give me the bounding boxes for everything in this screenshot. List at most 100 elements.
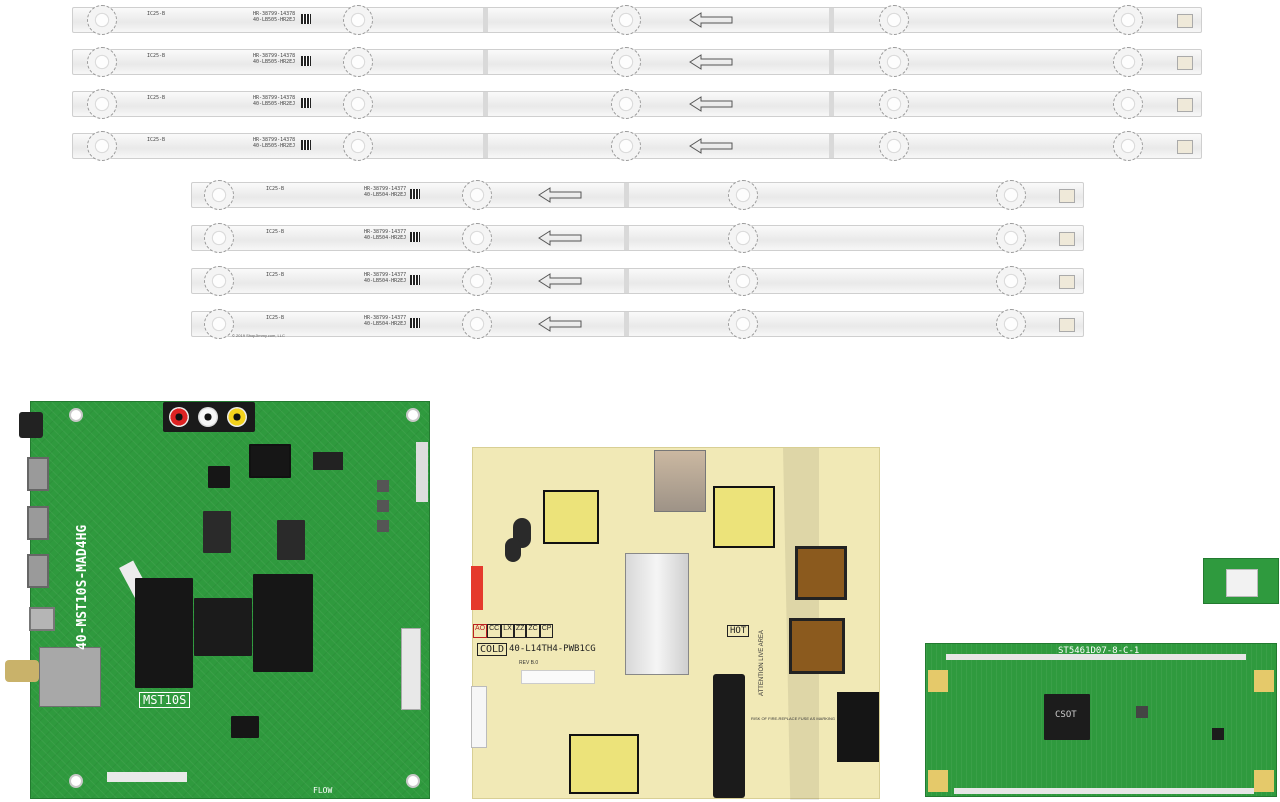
strip-qr-code	[410, 232, 420, 242]
transformer-3	[569, 734, 639, 794]
strip-slot	[624, 312, 629, 336]
strip-part-label: HR-38799-14377 40-LB504-HR2EJ	[364, 186, 407, 198]
cert-mark-lx: LX	[501, 624, 514, 638]
strip-qr-code	[301, 98, 311, 108]
usb-port	[29, 607, 55, 631]
led-lens	[462, 223, 492, 253]
led-lens	[1113, 47, 1143, 77]
antenna-connector	[5, 660, 39, 682]
led-lens	[879, 5, 909, 35]
hdmi-port-3	[27, 554, 49, 588]
soc-heatsink-right	[253, 574, 313, 672]
strip-connector	[1177, 140, 1193, 154]
marking-strip: AO CC LX ZZ ZC CP	[473, 624, 559, 638]
wifi-shield	[1226, 569, 1258, 597]
main-board: 40-MST10S-MAD4HG MST10S FLOW	[5, 401, 430, 799]
strip-connector	[1059, 189, 1075, 203]
strip-connector	[1059, 318, 1075, 332]
tcon-chip	[1044, 694, 1090, 740]
led-lens	[996, 180, 1026, 210]
strip-part-label: HR-38799-14378 40-LB505-HR2EJ	[253, 53, 296, 65]
led-lens	[728, 223, 758, 253]
attention-label: ATTENTION LIVE AREA	[759, 630, 765, 696]
tcon-model: ST5461D07-8-C-1	[1058, 646, 1140, 656]
strip-slot	[483, 92, 488, 116]
strip-connector	[1177, 56, 1193, 70]
led-lens	[204, 309, 234, 339]
strip-code-label: IC25-B	[147, 11, 166, 17]
wifi-module	[1203, 558, 1279, 604]
strip-connector	[1177, 98, 1193, 112]
strip-qr-code	[410, 275, 420, 285]
power-board: AO CC LX ZZ ZC CP COLD 40-L14TH4-PWB1CG …	[471, 447, 880, 800]
strip-part-label: HR-38799-14378 40-LB505-HR2EJ	[253, 137, 296, 149]
gold-pad-tr	[1254, 670, 1274, 692]
strip-slot	[624, 226, 629, 250]
ram-chip-1	[203, 511, 231, 553]
gold-pad-bl	[928, 770, 948, 792]
led-lens	[879, 89, 909, 119]
led-lens	[204, 223, 234, 253]
strip-slot	[483, 134, 488, 158]
strip-code-label: IC25-B	[147, 137, 166, 143]
cert-mark-cp: CP	[539, 624, 554, 638]
strip-slot	[624, 183, 629, 207]
transformer-1	[543, 490, 599, 544]
mst10s-label: MST10S	[139, 692, 191, 708]
rca-jacks	[163, 402, 255, 432]
direction-arrow-icon	[689, 96, 733, 112]
led-lens	[343, 5, 373, 35]
flow-label: FLOW	[313, 786, 333, 795]
main-board-model: 40-MST10S-MAD4HG	[75, 524, 90, 650]
tcon-connector-bottom	[954, 788, 1254, 794]
hot-label: HOT	[727, 625, 750, 637]
bridge-heatsink	[625, 553, 689, 675]
strip-connector	[1177, 14, 1193, 28]
sticker-serial	[107, 772, 187, 782]
gold-pad-tl	[928, 670, 948, 692]
serial-sticker	[521, 670, 595, 684]
power-inlet	[837, 692, 879, 762]
strip-qr-code	[410, 189, 420, 199]
strip-qr-code	[301, 56, 311, 66]
connector-red	[471, 566, 483, 610]
led-strip-long-1: IC25-B HR-38799-14378 40-LB505-HR2EJ	[72, 5, 1202, 35]
cert-mark-ao: AO	[473, 624, 488, 638]
transformer-2	[713, 486, 775, 548]
connector-white	[471, 686, 487, 748]
strip-qr-code	[301, 140, 311, 150]
led-lens	[996, 223, 1026, 253]
fuse-warning: RISK OF FIRE-REPLACE FUSE AS MARKING	[751, 716, 836, 721]
led-lens	[996, 309, 1026, 339]
led-lens	[879, 47, 909, 77]
led-lens	[87, 131, 117, 161]
strip-slot	[829, 134, 834, 158]
soc-heatsink-left	[135, 578, 193, 688]
strip-qr-code	[410, 318, 420, 328]
led-lens	[1113, 131, 1143, 161]
strip-slot	[483, 8, 488, 32]
led-strip-long-4: IC25-B HR-38799-14378 40-LB505-HR2EJ	[72, 131, 1202, 161]
led-lens	[611, 131, 641, 161]
direction-arrow-icon	[689, 54, 733, 70]
strip-slot	[829, 50, 834, 74]
direction-arrow-icon	[538, 187, 582, 203]
power-board-model: 40-L14TH4-PWB1CG	[509, 644, 596, 654]
strip-part-label: HR-38799-14378 40-LB505-HR2EJ	[253, 11, 296, 23]
serial-label: REV B.0	[519, 660, 539, 666]
ram-chip-2	[277, 520, 305, 560]
led-lens	[728, 266, 758, 296]
audio-amp-chip	[208, 466, 230, 488]
edge-connector	[416, 442, 428, 502]
choke-1	[795, 546, 847, 600]
strip-part-label: HR-38799-14377 40-LB504-HR2EJ	[364, 315, 407, 327]
led-lens	[996, 266, 1026, 296]
led-lens	[462, 309, 492, 339]
strip-slot	[483, 50, 488, 74]
capacitor-small-2	[505, 538, 521, 562]
strip-slot	[624, 269, 629, 293]
cert-mark-cc: CC	[487, 624, 502, 638]
led-lens	[87, 89, 117, 119]
